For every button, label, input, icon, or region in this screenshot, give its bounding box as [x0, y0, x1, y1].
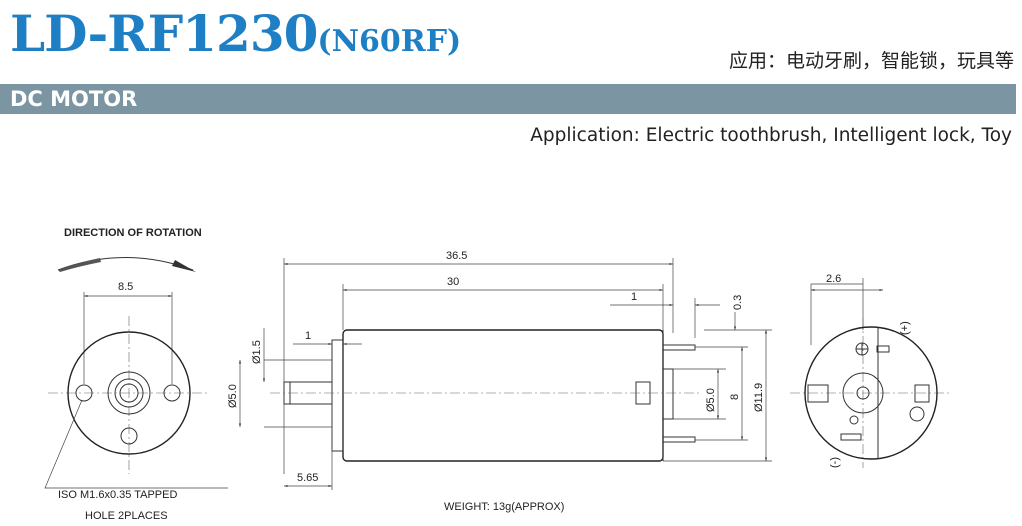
- tapped-hole-left: [75, 384, 93, 402]
- application-cn: 应用：电动牙刷，智能锁，玩具等: [728, 50, 1014, 72]
- body-length-dim: 30: [447, 276, 459, 288]
- rear-body-outline: [804, 326, 938, 460]
- shaft-dia-small-dim: Ø1.5: [251, 340, 263, 364]
- rotation-label: DIRECTION OF ROTATION: [64, 227, 202, 239]
- rear-view: 2.6 (+) (-): [790, 273, 950, 468]
- front-body-outline: [67, 331, 191, 455]
- terminal-bottom: [662, 436, 696, 443]
- model-suffix: (N60RF): [317, 24, 462, 59]
- terminal-top: [662, 344, 696, 351]
- boss-dia-dim: Ø5.0: [705, 388, 717, 412]
- rear-offset-dim: 2.6: [826, 273, 841, 285]
- category-band: DC MOTOR: [0, 84, 1016, 114]
- tapped-note-1: ISO M1.6x0.35 TAPPED: [58, 489, 177, 501]
- category-label: DC MOTOR: [10, 87, 138, 111]
- terminal-span-dim: 8: [729, 394, 741, 400]
- shaft-dia-dim: Ø5.0: [227, 384, 239, 408]
- shaft-length-dim: 5.65: [297, 472, 318, 484]
- minus-label: (-): [829, 457, 841, 468]
- body-dia-dim: Ø11.9: [753, 383, 765, 412]
- plus-label: (+): [899, 321, 911, 335]
- terminal-offset-dim: 1: [631, 291, 637, 303]
- shaft-step-dim: 1: [305, 330, 311, 342]
- weight-note: WEIGHT: 13g(APPROX): [444, 501, 564, 513]
- front-view: DIRECTION OF ROTATION 8.5 ISO M1.6x0.35 …: [44, 227, 228, 522]
- tapped-note-2: HOLE 2PLACES: [85, 510, 168, 522]
- motor-body: [342, 329, 664, 462]
- model-title: LD-RF1230(N60RF): [10, 4, 461, 72]
- hole-spacing-dim: 8.5: [118, 281, 133, 293]
- model-number: LD-RF1230: [10, 4, 318, 63]
- side-view: 36.5 30 1 0.3 1 Ø1.5: [227, 250, 772, 513]
- application-en: Application: Electric toothbrush, Intell…: [530, 125, 1012, 146]
- terminal-gap-dim: 0.3: [732, 295, 744, 310]
- tapped-hole-right: [163, 384, 181, 402]
- overall-length-dim: 36.5: [446, 250, 467, 262]
